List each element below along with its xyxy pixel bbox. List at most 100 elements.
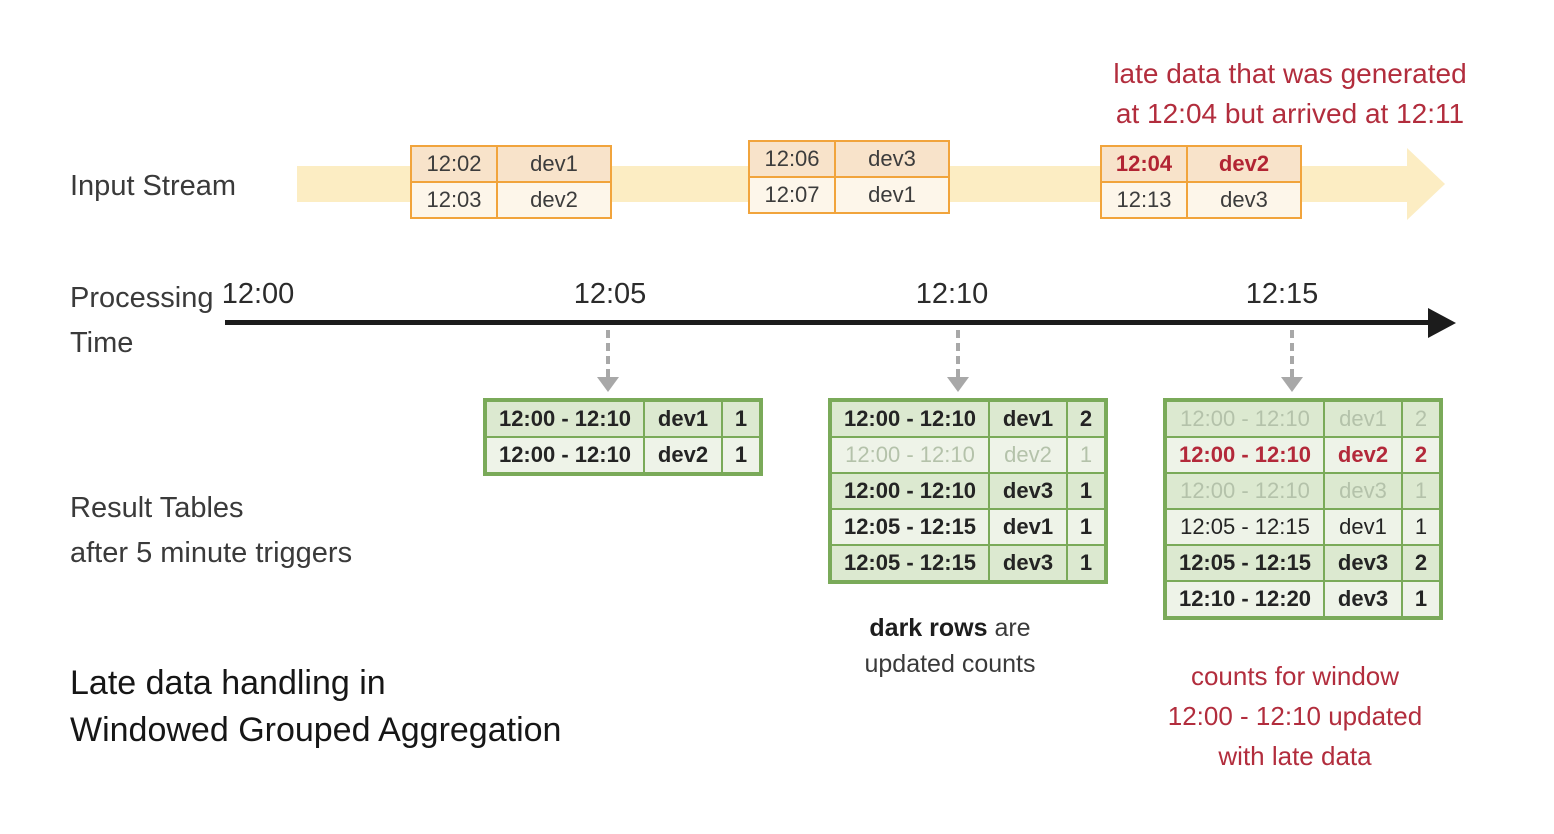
processing-time-label-line2: Time — [70, 327, 134, 359]
diagram-title: Late data handling in Windowed Grouped A… — [70, 660, 561, 754]
window-cell: 12:00 - 12:10 — [1164, 436, 1325, 474]
count-cell: 1 — [1066, 544, 1107, 583]
late-counts-caption-line2: 12:00 - 12:10 updated — [1167, 701, 1423, 731]
input-batch-3: 12:04 dev2 12:13 dev3 — [1100, 145, 1302, 219]
processing-time-label: Processing Time — [70, 276, 213, 366]
late-data-note: late data that was generated at 12:04 bu… — [1085, 54, 1495, 134]
record-device: dev2 — [1186, 145, 1302, 183]
count-cell: 1 — [1066, 472, 1107, 510]
processing-time-arrowhead-icon — [1428, 308, 1456, 338]
input-record: 12:03 dev2 — [410, 181, 612, 219]
result-row-unchanged: 12:00 - 12:10 dev1 2 — [1164, 399, 1442, 438]
result-tables-label: Result Tables after 5 minute triggers — [70, 486, 352, 576]
late-data-note-line2: at 12:04 but arrived at 12:11 — [1115, 98, 1465, 129]
window-cell: 12:05 - 12:15 — [1164, 544, 1325, 582]
diagram-title-line1: Late data handling in — [70, 664, 386, 702]
diagram-title-line2: Windowed Grouped Aggregation — [70, 711, 562, 749]
record-device: dev1 — [496, 145, 612, 183]
record-device: dev3 — [1186, 181, 1302, 219]
trigger-connector-12-05 — [606, 330, 610, 377]
result-table-12-05: 12:00 - 12:10 dev1 1 12:00 - 12:10 dev2 … — [483, 398, 763, 476]
count-cell: 2 — [1066, 399, 1107, 438]
count-cell: 1 — [721, 399, 762, 438]
device-cell: dev3 — [1323, 472, 1403, 510]
input-record: 12:02 dev1 — [410, 145, 612, 183]
result-row: 12:05 - 12:15 dev1 1 — [1164, 508, 1442, 546]
result-row: 12:00 - 12:10 dev1 2 — [829, 399, 1107, 438]
window-cell: 12:00 - 12:10 — [829, 436, 990, 474]
trigger-arrowhead-icon — [947, 377, 969, 392]
input-stream-label: Input Stream — [70, 170, 237, 202]
tick-12-10: 12:10 — [915, 278, 989, 310]
record-time: 12:06 — [748, 140, 836, 178]
device-cell: dev3 — [1323, 544, 1403, 582]
trigger-connector-12-15 — [1290, 330, 1294, 377]
result-row: 12:05 - 12:15 dev3 2 — [1164, 544, 1442, 582]
dark-rows-caption: dark rows are updated counts — [810, 610, 1090, 682]
device-cell: dev2 — [988, 436, 1068, 474]
processing-time-label-line1: Processing — [70, 282, 214, 314]
window-cell: 12:00 - 12:10 — [829, 399, 990, 438]
window-cell: 12:05 - 12:15 — [829, 508, 990, 546]
window-cell: 12:10 - 12:20 — [1164, 580, 1325, 619]
count-cell: 1 — [721, 436, 762, 475]
processing-time-axis — [225, 320, 1430, 325]
tick-12-05: 12:05 — [573, 278, 647, 310]
window-cell: 12:00 - 12:10 — [1164, 399, 1325, 438]
count-cell: 2 — [1401, 436, 1442, 474]
input-batch-2: 12:06 dev3 12:07 dev1 — [748, 140, 950, 214]
result-row-unchanged: 12:00 - 12:10 dev2 1 — [829, 436, 1107, 474]
input-record-late: 12:04 dev2 — [1100, 145, 1302, 183]
result-row: 12:00 - 12:10 dev1 1 — [484, 399, 762, 438]
device-cell: dev3 — [1323, 580, 1403, 619]
result-row-unchanged: 12:00 - 12:10 dev3 1 — [1164, 472, 1442, 510]
window-cell: 12:00 - 12:10 — [829, 472, 990, 510]
input-batch-1: 12:02 dev1 12:03 dev2 — [410, 145, 612, 219]
device-cell: dev1 — [988, 399, 1068, 438]
result-row: 12:05 - 12:15 dev1 1 — [829, 508, 1107, 546]
window-cell: 12:00 - 12:10 — [1164, 472, 1325, 510]
device-cell: dev3 — [988, 544, 1068, 583]
device-cell: dev2 — [1323, 436, 1403, 474]
dark-rows-caption-bold: dark rows — [869, 614, 988, 642]
trigger-arrowhead-icon — [1281, 377, 1303, 392]
late-counts-caption: counts for window 12:00 - 12:10 updated … — [1120, 656, 1470, 776]
device-cell: dev2 — [643, 436, 723, 475]
record-device: dev3 — [834, 140, 950, 178]
result-tables-label-line1: Result Tables — [70, 492, 244, 524]
result-tables-label-line2: after 5 minute triggers — [70, 537, 353, 569]
input-record: 12:07 dev1 — [748, 176, 950, 214]
tick-12-00: 12:00 — [221, 278, 295, 310]
result-row: 12:00 - 12:10 dev2 1 — [484, 436, 762, 475]
result-table-12-10: 12:00 - 12:10 dev1 2 12:00 - 12:10 dev2 … — [828, 398, 1108, 584]
window-cell: 12:00 - 12:10 — [484, 399, 645, 438]
late-counts-caption-line3: with late data — [1218, 741, 1372, 771]
count-cell: 2 — [1401, 544, 1442, 582]
count-cell: 1 — [1066, 436, 1107, 474]
record-time: 12:07 — [748, 176, 836, 214]
device-cell: dev1 — [1323, 508, 1403, 546]
input-record: 12:06 dev3 — [748, 140, 950, 178]
record-device: dev2 — [496, 181, 612, 219]
count-cell: 1 — [1401, 508, 1442, 546]
count-cell: 1 — [1401, 580, 1442, 619]
result-row: 12:10 - 12:20 dev3 1 — [1164, 580, 1442, 619]
record-time: 12:04 — [1100, 145, 1188, 183]
record-device: dev1 — [834, 176, 950, 214]
result-table-12-15: 12:00 - 12:10 dev1 2 12:00 - 12:10 dev2 … — [1163, 398, 1443, 620]
window-cell: 12:05 - 12:15 — [1164, 508, 1325, 546]
record-time: 12:13 — [1100, 181, 1188, 219]
late-counts-caption-line1: counts for window — [1190, 661, 1400, 691]
tick-12-15: 12:15 — [1245, 278, 1319, 310]
count-cell: 1 — [1066, 508, 1107, 546]
device-cell: dev1 — [1323, 399, 1403, 438]
trigger-connector-12-10 — [956, 330, 960, 377]
record-time: 12:02 — [410, 145, 498, 183]
dark-rows-caption-line1: dark rows are — [810, 610, 1090, 646]
trigger-arrowhead-icon — [597, 377, 619, 392]
late-data-note-line1: late data that was generated — [1113, 58, 1467, 89]
dark-rows-caption-line2: updated counts — [864, 650, 1036, 678]
count-cell: 1 — [1401, 472, 1442, 510]
device-cell: dev1 — [988, 508, 1068, 546]
